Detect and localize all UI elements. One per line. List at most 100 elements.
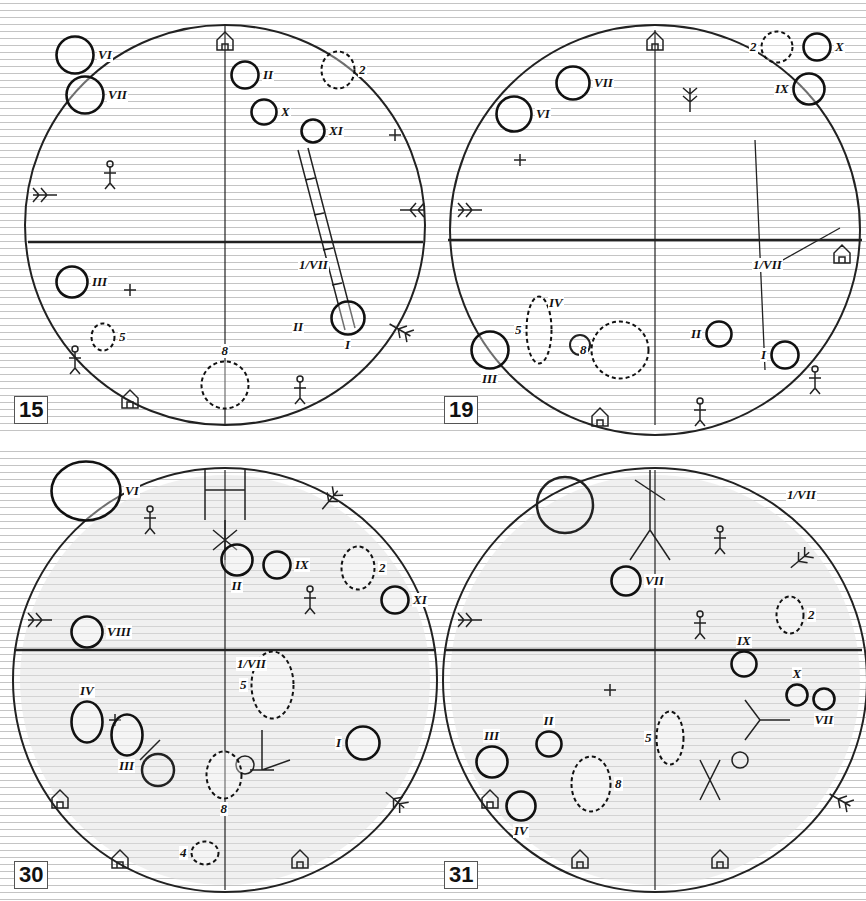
- dashed-figure-circle: 8: [579, 320, 650, 380]
- solid-ring: [812, 687, 836, 711]
- dashed-figure-circle: 2: [775, 595, 816, 635]
- dashed-ring: [570, 755, 612, 813]
- solid-ring: [610, 565, 642, 597]
- figure-circle: X: [785, 667, 809, 707]
- callout-number: 8: [221, 344, 230, 358]
- callout-number: 4: [179, 846, 188, 860]
- figure-circle: I: [330, 300, 366, 352]
- figure-circle: II: [220, 543, 254, 593]
- dashed-ring: [590, 320, 650, 380]
- callout-number: 8: [220, 802, 229, 816]
- solid-ring: [300, 118, 326, 144]
- solid-ring: [505, 790, 537, 822]
- figure-circle: XI: [300, 118, 344, 144]
- dashed-ring: [320, 50, 356, 90]
- solid-ring: [380, 585, 410, 615]
- figure-circle: IV: [70, 684, 104, 744]
- figure-circle: II: [535, 714, 563, 758]
- solid-ring: [55, 265, 89, 299]
- dashed-figure-circle: 2: [749, 30, 794, 64]
- dashed-figure-circle: 2: [320, 50, 367, 90]
- callout-number: VI: [124, 484, 140, 498]
- numeral-label: 1/VII: [298, 258, 329, 272]
- callout-number: XI: [412, 593, 428, 607]
- figure-circle: IX: [774, 72, 826, 106]
- figure-circle: III: [110, 713, 144, 773]
- drum-panel: 31VIIIX2XVII5IIIII8IV: [440, 455, 860, 895]
- solid-ring: [262, 550, 292, 580]
- solid-ring: [70, 615, 104, 649]
- figure-number: 19: [444, 396, 478, 424]
- callout-number: XI: [328, 124, 344, 138]
- solid-ring: [705, 320, 733, 348]
- solid-ring: [55, 35, 95, 75]
- dashed-ring: [205, 750, 243, 800]
- callout-number: III: [118, 759, 135, 773]
- figure-circle: I: [335, 725, 381, 761]
- callout-number: IV: [79, 684, 95, 698]
- dashed-ring: [340, 545, 376, 591]
- figure-circle: I: [760, 340, 800, 370]
- callout-number: VII: [644, 574, 665, 588]
- dashed-ring: [190, 840, 220, 866]
- callout-number: 5: [644, 731, 653, 745]
- dashed-figure-circle: 2: [340, 545, 387, 591]
- solid-ring: [65, 75, 105, 115]
- callout-number: II: [231, 579, 243, 593]
- solid-ring: [470, 330, 510, 370]
- figure-circle: VII: [610, 565, 665, 597]
- figure-circle: VII: [65, 75, 128, 115]
- dashed-figure-circle: 8: [570, 755, 623, 813]
- callout-number: III: [481, 372, 498, 386]
- dashed-figure-circle: 8: [205, 750, 243, 816]
- figure-circle: IV: [505, 790, 537, 838]
- callout-number: II: [262, 68, 274, 82]
- numeral-label: 1/VII: [752, 258, 783, 272]
- solid-ring: [495, 95, 533, 133]
- callout-number: VII: [814, 713, 835, 727]
- drum-panel: 15 VI VII II X XI 2III 5 8 I: [10, 10, 430, 430]
- solid-ring: [770, 340, 800, 370]
- numeral-label: II: [292, 320, 304, 334]
- figure-number: 15: [14, 396, 48, 424]
- figure-circle: VI: [50, 460, 140, 522]
- callout-number: X: [280, 105, 291, 119]
- solid-ring: [220, 543, 254, 577]
- callout-number: VI: [97, 48, 113, 62]
- figure-circle: VI: [55, 35, 113, 75]
- figure-circle: IX: [730, 634, 758, 678]
- callout-number: VII: [107, 88, 128, 102]
- callout-number: 5: [118, 330, 127, 344]
- callout-number: 5: [514, 323, 523, 337]
- callout-number: IV: [513, 824, 529, 838]
- solid-ring: [475, 745, 509, 779]
- drum-panel: 19VIVII2XIX5III8III: [440, 10, 860, 430]
- callout-number: I: [335, 736, 342, 750]
- figure-circle: III: [55, 265, 109, 299]
- figure-circle: XI: [380, 585, 428, 615]
- callout-number: II: [690, 327, 702, 341]
- solid-ring: [50, 460, 122, 522]
- callout-number: IX: [294, 558, 310, 572]
- solid-ring: [792, 72, 826, 106]
- figure-circle: VII: [812, 687, 836, 727]
- callout-number: 2: [358, 63, 367, 77]
- dashed-ring: [775, 595, 805, 635]
- numeral-label: 1/VII: [236, 657, 267, 671]
- solid-ring: [802, 32, 832, 62]
- figure-circle: VI: [495, 95, 551, 133]
- dashed-figure-circle: 5: [644, 710, 685, 766]
- callout-number: VIII: [106, 625, 132, 639]
- dashed-ring: [655, 710, 685, 766]
- solid-ring: [345, 725, 381, 761]
- callout-number: 8: [579, 343, 588, 357]
- figure-circle: X: [250, 98, 291, 126]
- drum-outline: [440, 10, 860, 430]
- figure-circle: III: [470, 330, 510, 386]
- callout-number: III: [483, 729, 500, 743]
- callout-number: IX: [736, 634, 752, 648]
- numeral-label: IV: [548, 296, 564, 310]
- figure-circle: IX: [262, 550, 310, 580]
- callout-number: III: [91, 275, 108, 289]
